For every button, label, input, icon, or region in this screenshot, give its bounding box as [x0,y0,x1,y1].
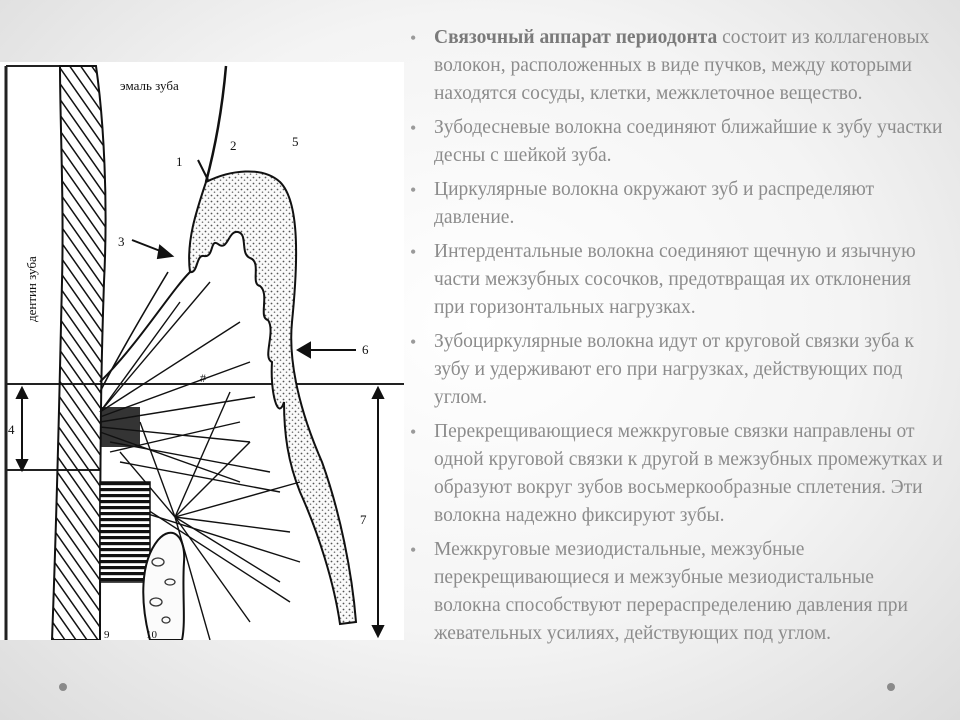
bullet-item: • Интердентальные волокна соединяют щечн… [404,238,944,322]
bullet-dot-icon: • [410,118,417,138]
bullet-text: Циркулярные волокна окружают зуб и распр… [434,179,875,228]
bullet-text: Межкруговые мезиодистальные, межзубные п… [434,539,908,644]
gingiva-stippled [188,170,358,626]
bullet-strong-text: Связочный аппарат периодонта [434,27,718,48]
label-2: 2 [230,138,237,153]
bullet-item: • Перекрещивающиеся межкруговые связки н… [404,418,944,530]
periodontal-ligament-diagram: эмаль зуба дентин зуба 1 2 3 4 5 6 7 9 1… [0,62,404,641]
fiber-fan [99,281,301,641]
label-9: 9 [104,629,110,640]
pointer-arrows [131,159,356,359]
bullet-item: • Зубоциркулярные волокна идут от кругов… [404,328,944,412]
bullet-text: Интердентальные волокна соединяют щечную… [434,241,916,318]
text-panel: • Связочный аппарат периодонта состоит и… [404,24,944,654]
left-decor-dot-icon [59,683,67,691]
bullet-dot-icon: • [410,28,417,48]
enamel-curve [204,65,228,183]
bullet-dot-icon: • [410,242,417,262]
enamel-label: эмаль зуба [120,78,179,93]
cell-marks: # [200,371,206,385]
dense-fibers-lower [99,481,151,583]
bone-spots [149,557,176,624]
bullet-dot-icon: • [410,180,417,200]
bullet-item: • Связочный аппарат периодонта состоит и… [404,24,944,108]
bullet-dot-icon: • [410,422,417,442]
bullet-text: состоит из коллагеновых волокон, располо… [434,27,930,104]
bullet-text: Зубоциркулярные волокна идут от круговой… [434,331,914,408]
label-1: 1 [176,154,183,169]
label-4: 4 [8,422,15,437]
bullet-dot-icon: • [410,540,417,560]
bullet-list: • Связочный аппарат периодонта состоит и… [404,24,944,648]
bullet-text: Зубодесневые волокна соединяют ближайшие… [434,117,943,166]
right-decor-dot-icon [887,683,895,691]
bullet-dot-icon: • [410,332,417,352]
label-3: 3 [118,234,125,249]
bullet-item: • Циркулярные волокна окружают зуб и рас… [404,176,944,232]
label-6: 6 [362,342,369,357]
label-10: 10 [146,629,158,640]
label-5: 5 [292,134,299,149]
bullet-text: Перекрещивающиеся межкруговые связки нап… [434,421,943,526]
dense-fibers-upper [100,407,140,447]
dentin-label: дентин зуба [24,256,39,322]
sulcus-line-2 [99,271,169,393]
bullet-item: • Межкруговые мезиодистальные, межзубные… [404,536,944,648]
bullet-item: • Зубодесневые волокна соединяют ближайш… [404,114,944,170]
dimension-markers [15,385,385,639]
label-7: 7 [360,512,367,527]
